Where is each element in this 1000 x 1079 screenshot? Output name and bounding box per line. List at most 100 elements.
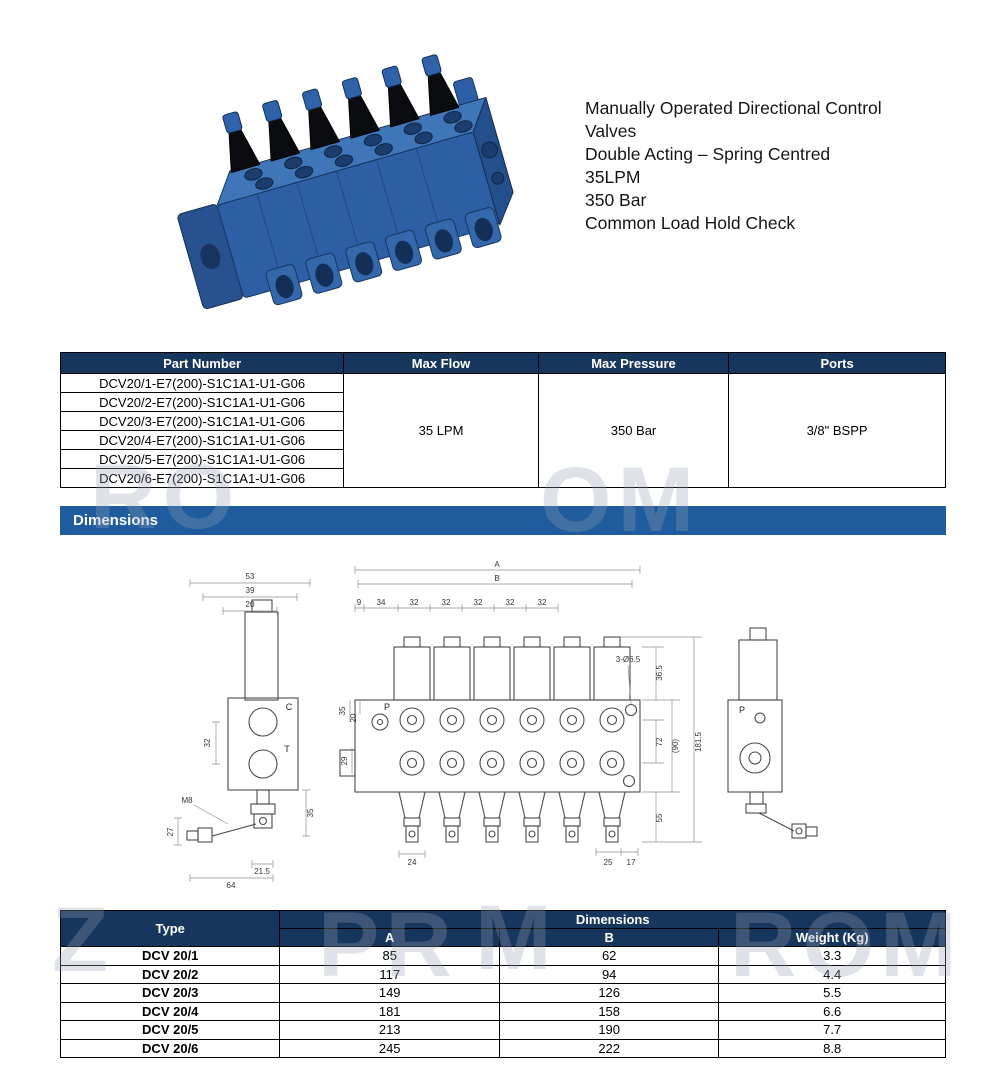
port-label-p: P xyxy=(384,702,390,712)
product-photo xyxy=(177,54,514,310)
column-header-weight: Weight (Kg) xyxy=(718,928,946,947)
dim-label: 34 xyxy=(377,598,386,607)
dim-label: 35 xyxy=(306,808,315,817)
weight-cell: 6.6 xyxy=(718,1001,946,1021)
dim-a-cell: 181 xyxy=(279,1001,500,1021)
max-flow-value: 35 LPM xyxy=(343,373,539,488)
column-header-a: A xyxy=(279,928,500,947)
description-line: Common Load Hold Check xyxy=(585,213,796,234)
weight-cell: 4.4 xyxy=(718,964,946,984)
column-header-max-flow: Max Flow xyxy=(343,352,539,374)
dim-b-cell: 222 xyxy=(498,1038,720,1058)
dim-label: A xyxy=(494,560,500,569)
dim-label: 20 xyxy=(349,713,358,722)
top-port-holes xyxy=(244,111,473,190)
valve-bank-illustration xyxy=(177,54,514,310)
column-header-b: B xyxy=(498,928,720,947)
dim-label: 35 xyxy=(338,706,347,715)
dim-label: 36.5 xyxy=(655,665,664,681)
dim-label: 32 xyxy=(410,598,419,607)
part-number-cell: DCV20/5-E7(200)-S1C1A1-U1-G06 xyxy=(59,449,345,469)
part-number-cell: DCV20/6-E7(200)-S1C1A1-U1-G06 xyxy=(59,468,345,488)
dim-a-cell: 245 xyxy=(279,1038,500,1058)
description-line: 350 Bar xyxy=(585,190,647,211)
dim-label: 181.5 xyxy=(694,731,703,752)
table-row: DCV20/2-E7(200)-S1C1A1-U1-G06 xyxy=(59,392,946,412)
description-line: Manually Operated Directional Control Va… xyxy=(585,98,882,142)
spec-header-row: Part Number Max Flow Max Pressure Ports xyxy=(59,352,946,374)
dim-label: 25 xyxy=(604,858,613,867)
table-row: DCV20/1-E7(200)-S1C1A1-U1-G06 35 LPM 350… xyxy=(59,373,946,488)
description-line: Double Acting – Spring Centred xyxy=(585,144,831,165)
table-row: DCV 20/3 149 126 5.5 xyxy=(59,983,946,1003)
dim-label: (90) xyxy=(671,739,680,754)
dimensions-section-header: Dimensions xyxy=(60,506,946,535)
dim-label: 24 xyxy=(408,858,417,867)
port-label-p: P xyxy=(739,705,745,715)
product-description: Manually Operated Directional Control Va… xyxy=(585,97,937,236)
table-row: DCV20/5-E7(200)-S1C1A1-U1-G06 xyxy=(59,449,946,469)
ports-value: 3/8" BSPP xyxy=(728,373,946,488)
dim-label: 39 xyxy=(246,586,255,595)
dim-b-cell: 190 xyxy=(498,1020,720,1040)
type-cell: DCV 20/3 xyxy=(59,983,281,1003)
dim-b-cell: 94 xyxy=(498,964,720,984)
column-header-part-number: Part Number xyxy=(59,352,345,374)
table-row: DCV 20/1 85 62 3.3 xyxy=(59,946,946,966)
column-header-type: Type xyxy=(59,910,281,947)
dim-b-cell: 126 xyxy=(498,983,720,1003)
rubber-boots xyxy=(222,54,460,174)
section-title: Dimensions xyxy=(73,512,159,529)
table-row: DCV20/3-E7(200)-S1C1A1-U1-G06 xyxy=(59,411,946,431)
port-label-t: T xyxy=(284,744,290,754)
dim-label: 20 xyxy=(246,600,255,609)
table-row: DCV 20/2 117 94 4.4 xyxy=(59,964,946,984)
dim-label: M8 xyxy=(181,796,193,805)
dim-label: 55 xyxy=(655,813,664,822)
description-line: 35LPM xyxy=(585,167,641,188)
dim-a-cell: 149 xyxy=(279,983,500,1003)
column-header-ports: Ports xyxy=(728,352,946,374)
dim-label: 32 xyxy=(506,598,515,607)
table-row: DCV 20/5 213 190 7.7 xyxy=(59,1020,946,1040)
dims-subheader-row: A B Weight (Kg) xyxy=(61,928,946,947)
part-number-cell: DCV20/1-E7(200)-S1C1A1-U1-G06 xyxy=(59,373,345,393)
type-cell: DCV 20/5 xyxy=(59,1020,281,1040)
weight-cell: 7.7 xyxy=(718,1020,946,1040)
boot-assemblies xyxy=(398,791,626,843)
type-cell: DCV 20/2 xyxy=(59,964,281,984)
type-cell: DCV 20/4 xyxy=(59,1001,281,1021)
port-circles xyxy=(399,707,625,776)
weight-cell: 5.5 xyxy=(718,983,946,1003)
dim-a-cell: 117 xyxy=(279,964,500,984)
dim-label: 53 xyxy=(246,572,255,581)
hole-note-label: 3-Ø6.5 xyxy=(616,655,641,664)
column-header-dimensions: Dimensions xyxy=(279,910,946,929)
weight-cell: 8.8 xyxy=(718,1038,946,1058)
dim-label: 21.5 xyxy=(254,867,270,876)
table-row: DCV 20/6 245 222 8.8 xyxy=(59,1038,946,1058)
column-header-max-pressure: Max Pressure xyxy=(537,352,730,374)
left-side-view: 53 39 20 32 C T M8 27 21.5 64 35 xyxy=(166,572,315,890)
front-view: A B 9 34 32 32 32 32 32 P 35 20 29 3-Ø6.… xyxy=(338,560,703,867)
weight-cell: 3.3 xyxy=(718,946,946,966)
max-pressure-value: 350 Bar xyxy=(537,373,730,488)
dim-label: 27 xyxy=(166,827,175,836)
dim-b-cell: 158 xyxy=(498,1001,720,1021)
dim-label: 64 xyxy=(227,881,236,890)
dim-label: 32 xyxy=(203,738,212,747)
dim-label: B xyxy=(494,574,499,583)
right-side-view: P xyxy=(727,627,818,839)
dim-a-cell: 213 xyxy=(279,1020,500,1040)
dim-a-cell: 85 xyxy=(279,946,500,966)
dim-b-cell: 62 xyxy=(498,946,720,966)
part-number-cell: DCV20/2-E7(200)-S1C1A1-U1-G06 xyxy=(59,392,345,412)
dim-label: 72 xyxy=(655,737,664,746)
spec-table: Part Number Max Flow Max Pressure Ports … xyxy=(59,352,946,488)
table-row: DCV 20/4 181 158 6.6 xyxy=(59,1001,946,1021)
part-number-cell: DCV20/4-E7(200)-S1C1A1-U1-G06 xyxy=(59,430,345,450)
dims-header-row: Type Dimensions xyxy=(59,910,946,947)
work-port-bosses xyxy=(265,207,502,306)
type-cell: DCV 20/1 xyxy=(59,946,281,966)
